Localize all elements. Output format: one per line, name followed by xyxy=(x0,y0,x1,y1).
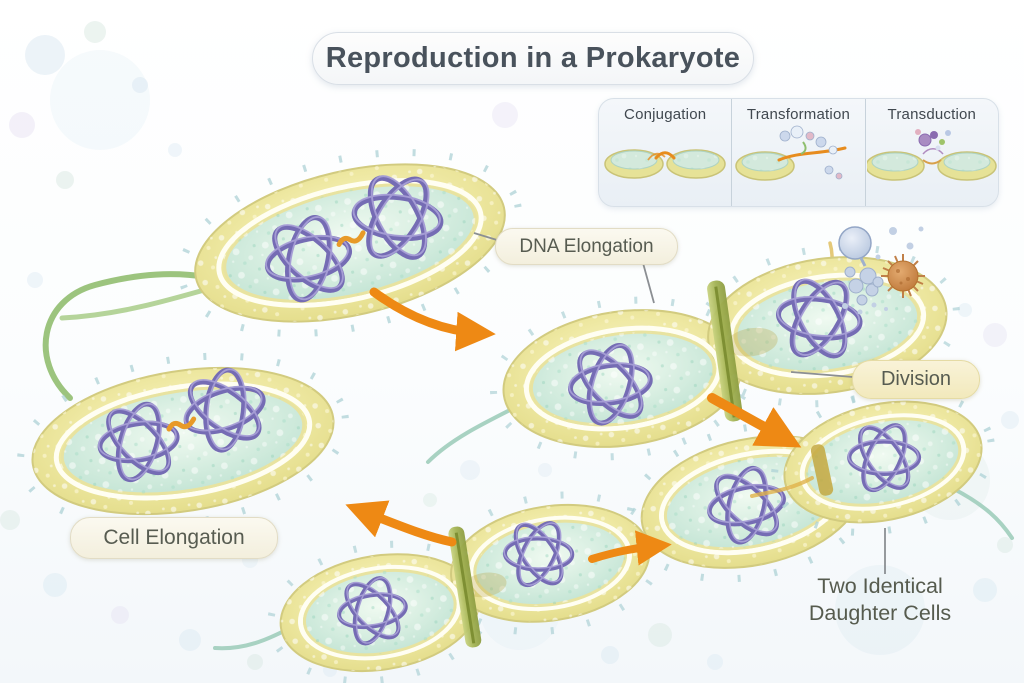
dna-elongation-cell xyxy=(490,243,960,461)
elongating-cell xyxy=(17,334,349,530)
conjugation-label: Conjugation xyxy=(624,106,707,123)
transduction-label: Transduction xyxy=(887,106,977,123)
septum xyxy=(707,280,743,422)
page-title: Reproduction in a Prokaryote xyxy=(312,32,754,85)
dna-elongation-text: DNA Elongation xyxy=(519,235,654,257)
bacteriophage-icon xyxy=(838,226,924,315)
flow-arrows xyxy=(345,287,802,566)
panel-section-conjugation: Conjugation xyxy=(599,99,731,206)
arrow-dividing-to-daughters xyxy=(588,530,672,566)
daughter-cells xyxy=(626,388,996,583)
gene-transfer-panel: Conjugation Transformation xyxy=(598,98,999,207)
transformation-label: Transformation xyxy=(746,106,851,123)
leader-lines xyxy=(473,232,886,574)
daughter-cells-line2: Daughter Cells xyxy=(808,601,952,625)
division-junction xyxy=(810,444,834,496)
division-text: Division xyxy=(880,368,952,390)
conjugation-illustration xyxy=(604,149,726,179)
arrow-parent-to-elongation xyxy=(369,287,496,352)
arrow-to-left-cell xyxy=(345,500,457,547)
virus-icon xyxy=(881,254,925,298)
daughter-cells-label: Two Identical Daughter Cells xyxy=(785,573,975,627)
panel-section-transformation: Transformation xyxy=(731,99,864,206)
division-label: Division xyxy=(852,360,980,399)
title-text: Reproduction in a Prokaryote xyxy=(325,42,741,74)
daughter-cells-line1: Two Identical xyxy=(817,574,943,598)
cell-elongation-label: Cell Elongation xyxy=(70,517,278,559)
transformation-illustration xyxy=(735,125,847,181)
panel-section-transduction: Transduction xyxy=(864,99,998,206)
cell-elongation-text: Cell Elongation xyxy=(103,526,245,549)
parent-cell xyxy=(177,148,523,338)
transduction-illustration xyxy=(866,129,997,181)
septum xyxy=(448,526,482,648)
dna-elongation-label: DNA Elongation xyxy=(495,228,678,265)
arrow-elongation-to-division xyxy=(707,393,802,448)
dividing-cell xyxy=(267,491,663,683)
